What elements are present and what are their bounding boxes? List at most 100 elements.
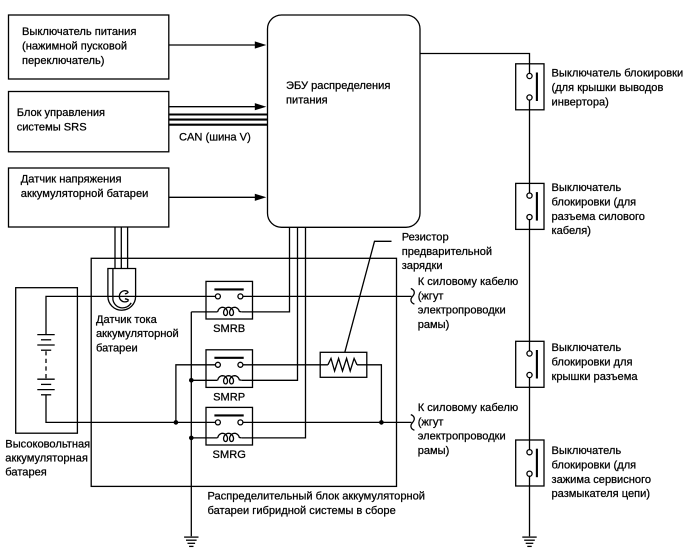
- smrg-coil: [216, 432, 242, 443]
- smrp-branch-wire: [175, 364, 216, 423]
- resistor-leader-line: [344, 240, 392, 353]
- ecu-smrp-coil-wire: [241, 227, 299, 381]
- interlock-contact-circles-contact-circle: [526, 72, 533, 80]
- interlock-1-line3: инвертора): [552, 96, 609, 108]
- interlock-1-line2: (для крышки выводов: [552, 82, 664, 94]
- assembly-caption-line1: Распределительный блок аккумуляторной: [208, 491, 426, 503]
- power-switch-block: Выключатель питания (нажимной пусковой п…: [7, 14, 170, 80]
- battery-positive-wire: [45, 295, 216, 335]
- cable-bottom-line4: рамы): [418, 445, 450, 457]
- current-sensor-window-symbol-path: [124, 298, 130, 301]
- voltage-sensor-label-line2: аккумуляторной батареи: [21, 188, 149, 200]
- junction-dots-contact-circle: [379, 420, 384, 425]
- interlock-4-line3: зажима сервисного: [552, 474, 652, 486]
- interlock-3-line2: блокировки для: [552, 356, 633, 368]
- cable-bottom-label: К силовому кабелю (жгут электропроводки …: [418, 402, 519, 457]
- interlock-2-line1: Выключатель: [552, 182, 622, 194]
- power-switch-block-box-outline: [7, 14, 170, 80]
- cable-break-symbols-symbol-path: [410, 287, 415, 305]
- power-switch-to-ecu-arrow-arrowhead: [254, 41, 267, 49]
- srs-to-ecu-arrow-arrowhead: [254, 103, 267, 111]
- interlock-4-line2: блокировки (для: [552, 459, 637, 471]
- junction-dots-contact-circle: [189, 435, 194, 441]
- smrg-label: SMRG: [213, 449, 246, 461]
- smrb-relay-contacts: [214, 293, 244, 317]
- ecu-smrg-coil-wire: [241, 227, 307, 439]
- smrp-relay-contacts: [214, 361, 244, 385]
- cable-break-symbols-symbol-path: [410, 413, 415, 431]
- precharge-resistor-label: Резистор предварительной зарядки: [402, 231, 493, 272]
- srs-label-line1: Блок управления: [17, 107, 105, 119]
- ecu-to-interlock-wire: [420, 52, 531, 74]
- relay-labels: SMRB SMRP SMRG: [212, 323, 246, 461]
- interlock-contact-circles-contact-circle: [526, 470, 533, 477]
- ecu-label-line2: питания: [286, 94, 328, 106]
- interlock-4-line1: Выключатель: [552, 445, 622, 457]
- battery-negative-wire: [45, 394, 216, 424]
- cable-top-line2: (жгут: [418, 291, 444, 303]
- voltage-sensor-block-box-outline: [7, 167, 170, 228]
- interlock-3-label: Выключатель блокировки для крышки разъем…: [551, 342, 639, 383]
- smrb-coil: [216, 306, 242, 317]
- hv-battery-label: Высоковольтная аккумуляторная батарея: [5, 438, 90, 479]
- ecu-label-line1: ЭБУ распределения: [286, 80, 390, 92]
- power-switch-label-line3: переключатель): [22, 55, 104, 67]
- current-sensor-symbol-symbol-path: [107, 267, 137, 311]
- current-sensor-label-line2: аккумуляторной: [96, 328, 179, 340]
- cable-bottom-line1: К силовому кабелю: [418, 402, 518, 414]
- interlock-contact-circles-contact-circle: [526, 448, 533, 456]
- smrb-label: SMRB: [213, 323, 245, 335]
- current-sensor-window: [118, 290, 130, 303]
- voltage-sense-wires: [114, 227, 129, 269]
- voltage-sensor-to-ecu-arrow-arrowhead: [254, 193, 267, 201]
- resistor-label-line1: Резистор: [402, 232, 449, 244]
- srs-label-line2: системы SRS: [17, 121, 87, 133]
- current-sensor-label-line3: батареи: [96, 342, 138, 354]
- cable-break-symbols: [410, 287, 415, 431]
- current-sensor-symbol: [107, 267, 137, 311]
- smrp-relay-contacts-contact-circle: [237, 361, 244, 368]
- battery-symbol: [37, 333, 55, 396]
- power-distribution-ecu-block-box-outline: [266, 14, 421, 228]
- interlock-contact-circles-contact-circle: [526, 94, 533, 101]
- cable-bottom-line3: электропроводки: [418, 431, 506, 443]
- interlock-2-line4: кабеля): [552, 225, 591, 237]
- voltage-sensor-to-ecu-arrow: [168, 193, 267, 201]
- junction-dots-contact-circle: [189, 378, 194, 383]
- interlock-4-label: Выключатель блокировки (для зажима серви…: [551, 445, 652, 500]
- interlock-4-line4: размыкателя цепи): [552, 488, 651, 500]
- resistor-label-line3: зарядки: [402, 260, 443, 272]
- current-sensor-symbol-symbol-path: [112, 268, 132, 309]
- current-sensor-label-line1: Датчик тока: [96, 314, 158, 326]
- precharge-resistor-symbol-wire-segment: [327, 356, 358, 374]
- hv-battery-label-line1: Высоковольтная: [5, 439, 90, 451]
- interlock-contact-circles-contact-circle: [526, 192, 533, 199]
- can-bus-lines: CAN (шина V): [168, 113, 268, 144]
- power-distribution-ecu-block: ЭБУ распределения питания: [266, 14, 421, 228]
- smrg-relay-contacts-contact-circle: [237, 419, 244, 426]
- interlock-3-line3: крышки разъема: [552, 371, 639, 383]
- srs-to-ecu-arrow: [168, 103, 267, 111]
- interlock-2-label: Выключатель блокировки (для разъема сило…: [551, 182, 645, 237]
- current-sensor-window-symbol-path: [124, 291, 129, 295]
- current-sensor-label: Датчик тока аккумуляторной батареи: [96, 314, 179, 355]
- interlock-1-line1: Выключатель блокировки: [552, 68, 684, 80]
- smrp-label: SMRP: [213, 391, 245, 403]
- power-switch-label-line1: Выключатель питания: [22, 26, 136, 38]
- smrb-relay-contacts-contact-circle: [237, 293, 244, 300]
- smrb-relay-contacts-contact-circle: [214, 293, 222, 300]
- smrg-relay-contacts-contact-circle: [214, 419, 222, 426]
- ground-symbol-center: [184, 536, 199, 548]
- srs-control-block-box-outline: [7, 90, 170, 153]
- ecu-smrb-coil-wire: [241, 227, 291, 313]
- resistor-output-wire: [357, 364, 383, 423]
- interlock-2-line3: разъема силового: [552, 211, 645, 223]
- power-switch-label-line2: (нажимной пусковой: [22, 41, 127, 53]
- hv-battery-label-line3: батарея: [5, 467, 47, 479]
- interlock-contact-circles-contact-circle: [526, 213, 533, 221]
- power-switch-to-ecu-arrow: [168, 41, 267, 49]
- srs-control-block: Блок управления системы SRS: [7, 90, 170, 153]
- assembly-caption-line2: батареи гибридной системы в сборе: [208, 505, 396, 517]
